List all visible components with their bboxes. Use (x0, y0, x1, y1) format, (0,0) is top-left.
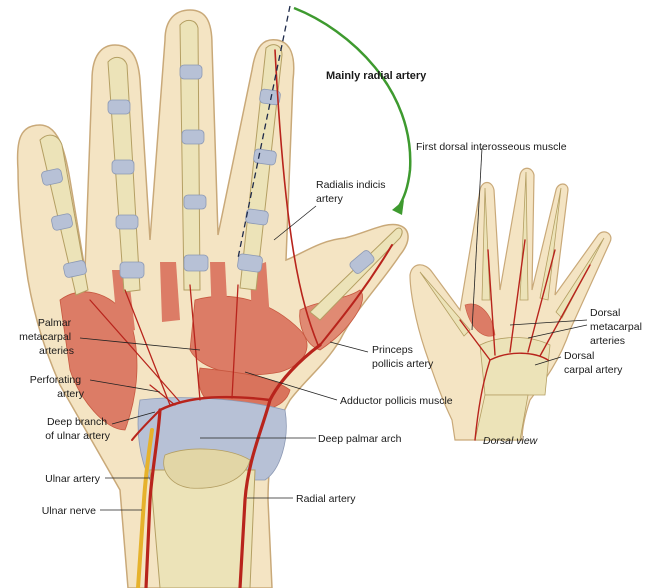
deep-branch-ulnar-label: Deep branch of ulnar artery (45, 416, 111, 442)
palmar-metacarpal-label: Palmar metacarpal arteries (19, 317, 74, 357)
tendon-sheaths (41, 64, 375, 279)
dorsal-view-caption: Dorsal view (483, 435, 539, 447)
finger-bones (39, 20, 403, 321)
deep-palmar-arch-label: Deep palmar arch (318, 433, 402, 445)
dorsal-carpal-label: Dorsal carpal artery (564, 350, 623, 376)
wrist-region (137, 397, 287, 588)
index-finger-axis-dashed (237, 5, 291, 259)
dorsal-metacarpal-label: Dorsal metacarpal arteries (590, 307, 645, 347)
inset-skin-outline (409, 167, 612, 441)
ulnar-artery-label: Ulnar artery (45, 473, 101, 485)
radialis-indicis-label: Radialis indicis artery (316, 179, 388, 205)
main-hand (16, 5, 409, 588)
princeps-pollicis-label: Princeps pollicis artery (372, 344, 434, 370)
first-dorsal-interosseous-label: First dorsal interosseous muscle (416, 141, 567, 153)
radial-artery-label: Radial artery (296, 493, 356, 505)
ulnar-nerve-label: Ulnar nerve (42, 505, 96, 517)
arteries (89, 49, 393, 588)
leader-lines (79, 147, 588, 511)
radial-arrow (293, 6, 412, 215)
mainly-radial-artery-label: Mainly radial artery (326, 70, 427, 82)
dorsal-view-inset (409, 167, 612, 441)
adductor-pollicis-label: Adductor pollicis muscle (340, 395, 453, 407)
perforating-artery-label: Perforating artery (30, 374, 85, 400)
ulnar-nerve (136, 428, 154, 588)
labels: Mainly radial artery Radialis indicis ar… (19, 70, 645, 517)
